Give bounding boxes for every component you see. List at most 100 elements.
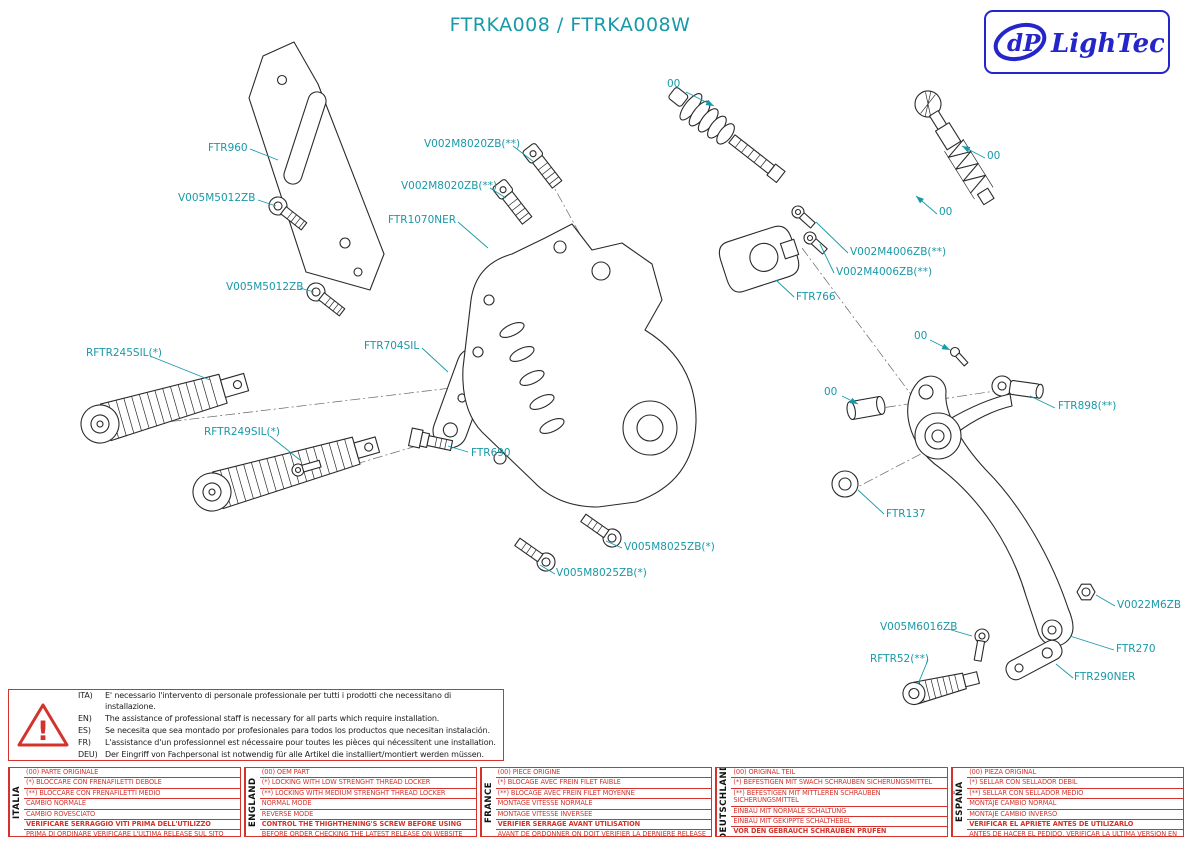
part-ftr690-drawing: [408, 427, 454, 452]
part-label-oem-spring-a: 00: [987, 150, 1001, 162]
part-label-rftr245sil: RFTR245SIL(*): [86, 347, 162, 359]
warning-lang-text: The assistance of professional staff is …: [105, 714, 440, 724]
part-ftr290ner-drawing: [1005, 639, 1063, 681]
lightech-logo: dP LighTech: [984, 10, 1170, 74]
lang-col-france: FRANCE (00) PIECE ORIGINE (*) BLOCAGE AV…: [479, 767, 713, 837]
lightech-logo-art: dP LighTech: [993, 22, 1164, 62]
language-notes-table: ITALIA (00) PARTE ORIGINALE (*) BLOCCARE…: [8, 767, 1184, 837]
part-label-rftr52: RFTR52(**): [870, 653, 929, 665]
part-v005m8025zb-1-drawing: [580, 513, 622, 548]
part-v005m5012zb-1-drawing: [268, 196, 308, 231]
part-label-oem-rod: 00: [667, 78, 681, 90]
part-v002m8020zb-2-drawing: [492, 179, 533, 225]
note-row: BEFORE ORDER CHECKING THE LATEST RELEASE…: [261, 830, 463, 837]
part-label-ftr290ner: FTR290NER: [1074, 671, 1136, 683]
part-ftr898-drawing: [991, 375, 1044, 399]
part-label-ftr137: FTR137: [886, 508, 926, 520]
warning-lang-tag: DEU): [78, 749, 98, 759]
part-label-v005m8025zb-2: V005M8025ZB(*): [556, 567, 647, 579]
note-row: CAMBIO ROVESCIATO: [24, 810, 240, 820]
warning-text-lines: ITA) E' necessario l'intervento di perso…: [78, 690, 497, 761]
lang-col-england: ENGLAND (00) OEM PART (*) LOCKING WITH L…: [243, 767, 477, 837]
logo-monogram: dP: [1007, 30, 1041, 57]
part-ftr960-drawing: [248, 41, 385, 291]
note-row: MONTAGE VITESSE NORMALE: [495, 799, 712, 810]
part-label-oem-screw: 00: [914, 330, 928, 342]
note-row: (**) BLOCCARE CON FRENAFILETTI MEDIO: [24, 789, 240, 800]
note-row: (00) PIECE ORIGINE: [495, 768, 712, 779]
part-label-v002m8020zb-2: V002M8020ZB(**): [401, 180, 498, 192]
warning-lang-text: Der Eingriff von Fachpersonal ist notwen…: [105, 749, 484, 759]
part-label-ftr898: FTR898(**): [1058, 400, 1117, 412]
part-spacer-drawing: [846, 395, 886, 421]
part-shift-rod-drawing: [668, 87, 786, 184]
part-label-rftr249sil: RFTR249SIL(*): [204, 426, 280, 438]
part-rftr52-drawing: [902, 671, 980, 706]
warning-line-fr: FR) L'assistance d'un professionnel est …: [78, 737, 497, 749]
warning-lang-text: L'assistance d'un professionnel est néce…: [105, 737, 496, 747]
warning-lang-text: Se necesita que sea montado por profesio…: [105, 726, 490, 735]
part-peg-screw-drawing: [291, 459, 322, 477]
part-ftr766-drawing: [718, 225, 800, 293]
lang-col-italia: ITALIA (00) PARTE ORIGINALE (*) BLOCCARE…: [8, 767, 241, 837]
part-label-ftr690: FTR690: [471, 447, 511, 459]
note-row: (00) ORIGINAL TEIL: [731, 768, 948, 779]
note-row: VERIFICAR EL APRIETE ANTES DE UTILIZARLO: [967, 820, 1183, 831]
part-v002m4006zb-1-drawing: [791, 205, 816, 229]
note-row: VERIFIER SERRAGE AVANT UTILISATION: [495, 820, 712, 831]
note-row: (*) BEFESTIGEN MIT SWACH SCHRAUBEN SICHE…: [731, 778, 948, 789]
warning-line-deu: DEU) Der Eingriff von Fachpersonal ist n…: [78, 749, 497, 761]
part-lever-drawing: [907, 375, 1074, 647]
note-row: (**) BLOCAGE AVEC FREIN FILET MOYENNE: [495, 789, 712, 800]
lang-col-deutschland: DEUTSCHLAND (00) ORIGINAL TEIL (*) BEFES…: [715, 767, 949, 837]
warning-lang-tag: FR): [78, 737, 91, 747]
part-v005m8025zb-2-drawing: [514, 537, 556, 572]
note-row: MONTAGE VITESSE INVERSEE: [495, 810, 712, 820]
warning-lang-text: E' necessario l'intervento di personale …: [105, 690, 452, 712]
part-v005m5012zb-2-drawing: [306, 282, 346, 317]
logo-oval: [993, 22, 1047, 62]
note-row: (00) PIEZA ORIGINAL: [967, 768, 1183, 779]
part-ftr137-drawing: [831, 470, 859, 498]
note-row: EINBAU MIT GEKIPPTE SCHALTHEBEL: [731, 817, 948, 828]
part-v005m6016zb-drawing: [973, 628, 990, 662]
warning-lang-tag: ES): [78, 726, 91, 735]
part-v0022m6zb-drawing: [1076, 583, 1096, 601]
note-row: MONTAJE CAMBIO INVERSO: [967, 810, 1183, 820]
part-label-v002m4006zb-1: V002M4006ZB(**): [850, 246, 947, 258]
note-row: EINBAU MIT NORMALE SCHALTUNG: [731, 807, 948, 817]
warning-lang-tag: EN): [78, 714, 92, 724]
part-label-ftr766: FTR766: [796, 291, 836, 303]
note-row: CAMBIO NORMALE: [24, 799, 240, 810]
note-row: (*) BLOCCARE CON FRENAFILETTI DEBOLE: [24, 778, 240, 789]
part-label-ftr704sil: FTR704SIL: [364, 340, 420, 352]
note-row: ANTES DE HACER EL PEDIDO, VERIFICAR LA U…: [969, 830, 1177, 837]
note-row: (*) SELLAR CON SELLADOR DEBIL: [967, 778, 1183, 789]
lang-col-rows: (00) OEM PART (*) LOCKING WITH LOW STREN…: [259, 768, 476, 837]
lang-col-title: ESPAÑA: [952, 768, 968, 836]
warning-line-en: EN) The assistance of professional staff…: [78, 713, 497, 725]
part-label-ftr270: FTR270: [1116, 643, 1156, 655]
note-row: (00) PARTE ORIGINALE: [24, 768, 240, 779]
part-label-v005m5012zb-1: V005M5012ZB: [178, 192, 256, 204]
note-row: AVANT DE ORDONNER ON DOIT VÉRIFIER LA DE…: [497, 830, 706, 837]
note-row: REVERSE MODE: [259, 810, 476, 820]
note-row: MONTAJE CAMBIO NORMAL: [967, 799, 1183, 810]
lang-col-rows: (00) PIEZA ORIGINAL (*) SELLAR CON SELLA…: [967, 768, 1183, 836]
note-row: VOR DEN GEBRAUCH SCHRAUBEN PRÜFEN: [731, 827, 947, 836]
note-row: VERIFICARE SERRAGGIO VITI PRIMA DELL'UTI…: [24, 820, 240, 831]
lang-col-rows: (00) PARTE ORIGINALE (*) BLOCCARE CON FR…: [24, 768, 240, 836]
part-label-oem-spacer: 00: [824, 386, 838, 398]
note-row: NORMAL MODE: [259, 799, 476, 810]
lang-col-rows: (00) ORIGINAL TEIL (*) BEFESTIGEN MIT SW…: [731, 768, 948, 836]
part-label-v0022m6zb: V0022M6ZB: [1117, 599, 1182, 611]
logo-brand-text: LighTech: [1050, 29, 1164, 59]
page-title: FTRKA008 / FTRKA008W: [449, 14, 691, 36]
lang-col-title: ITALIA: [9, 768, 24, 836]
lang-col-rows: (00) PIECE ORIGINE (*) BLOCAGE AVEC FREI…: [495, 768, 712, 837]
part-label-v005m8025zb-1: V005M8025ZB(*): [624, 541, 715, 553]
note-row: (*) LOCKING WITH LOW STRENGHT THREAD LOC…: [259, 778, 476, 789]
note-row: (00) OEM PART: [259, 768, 476, 779]
warning-lang-tag: ITA): [78, 690, 93, 700]
